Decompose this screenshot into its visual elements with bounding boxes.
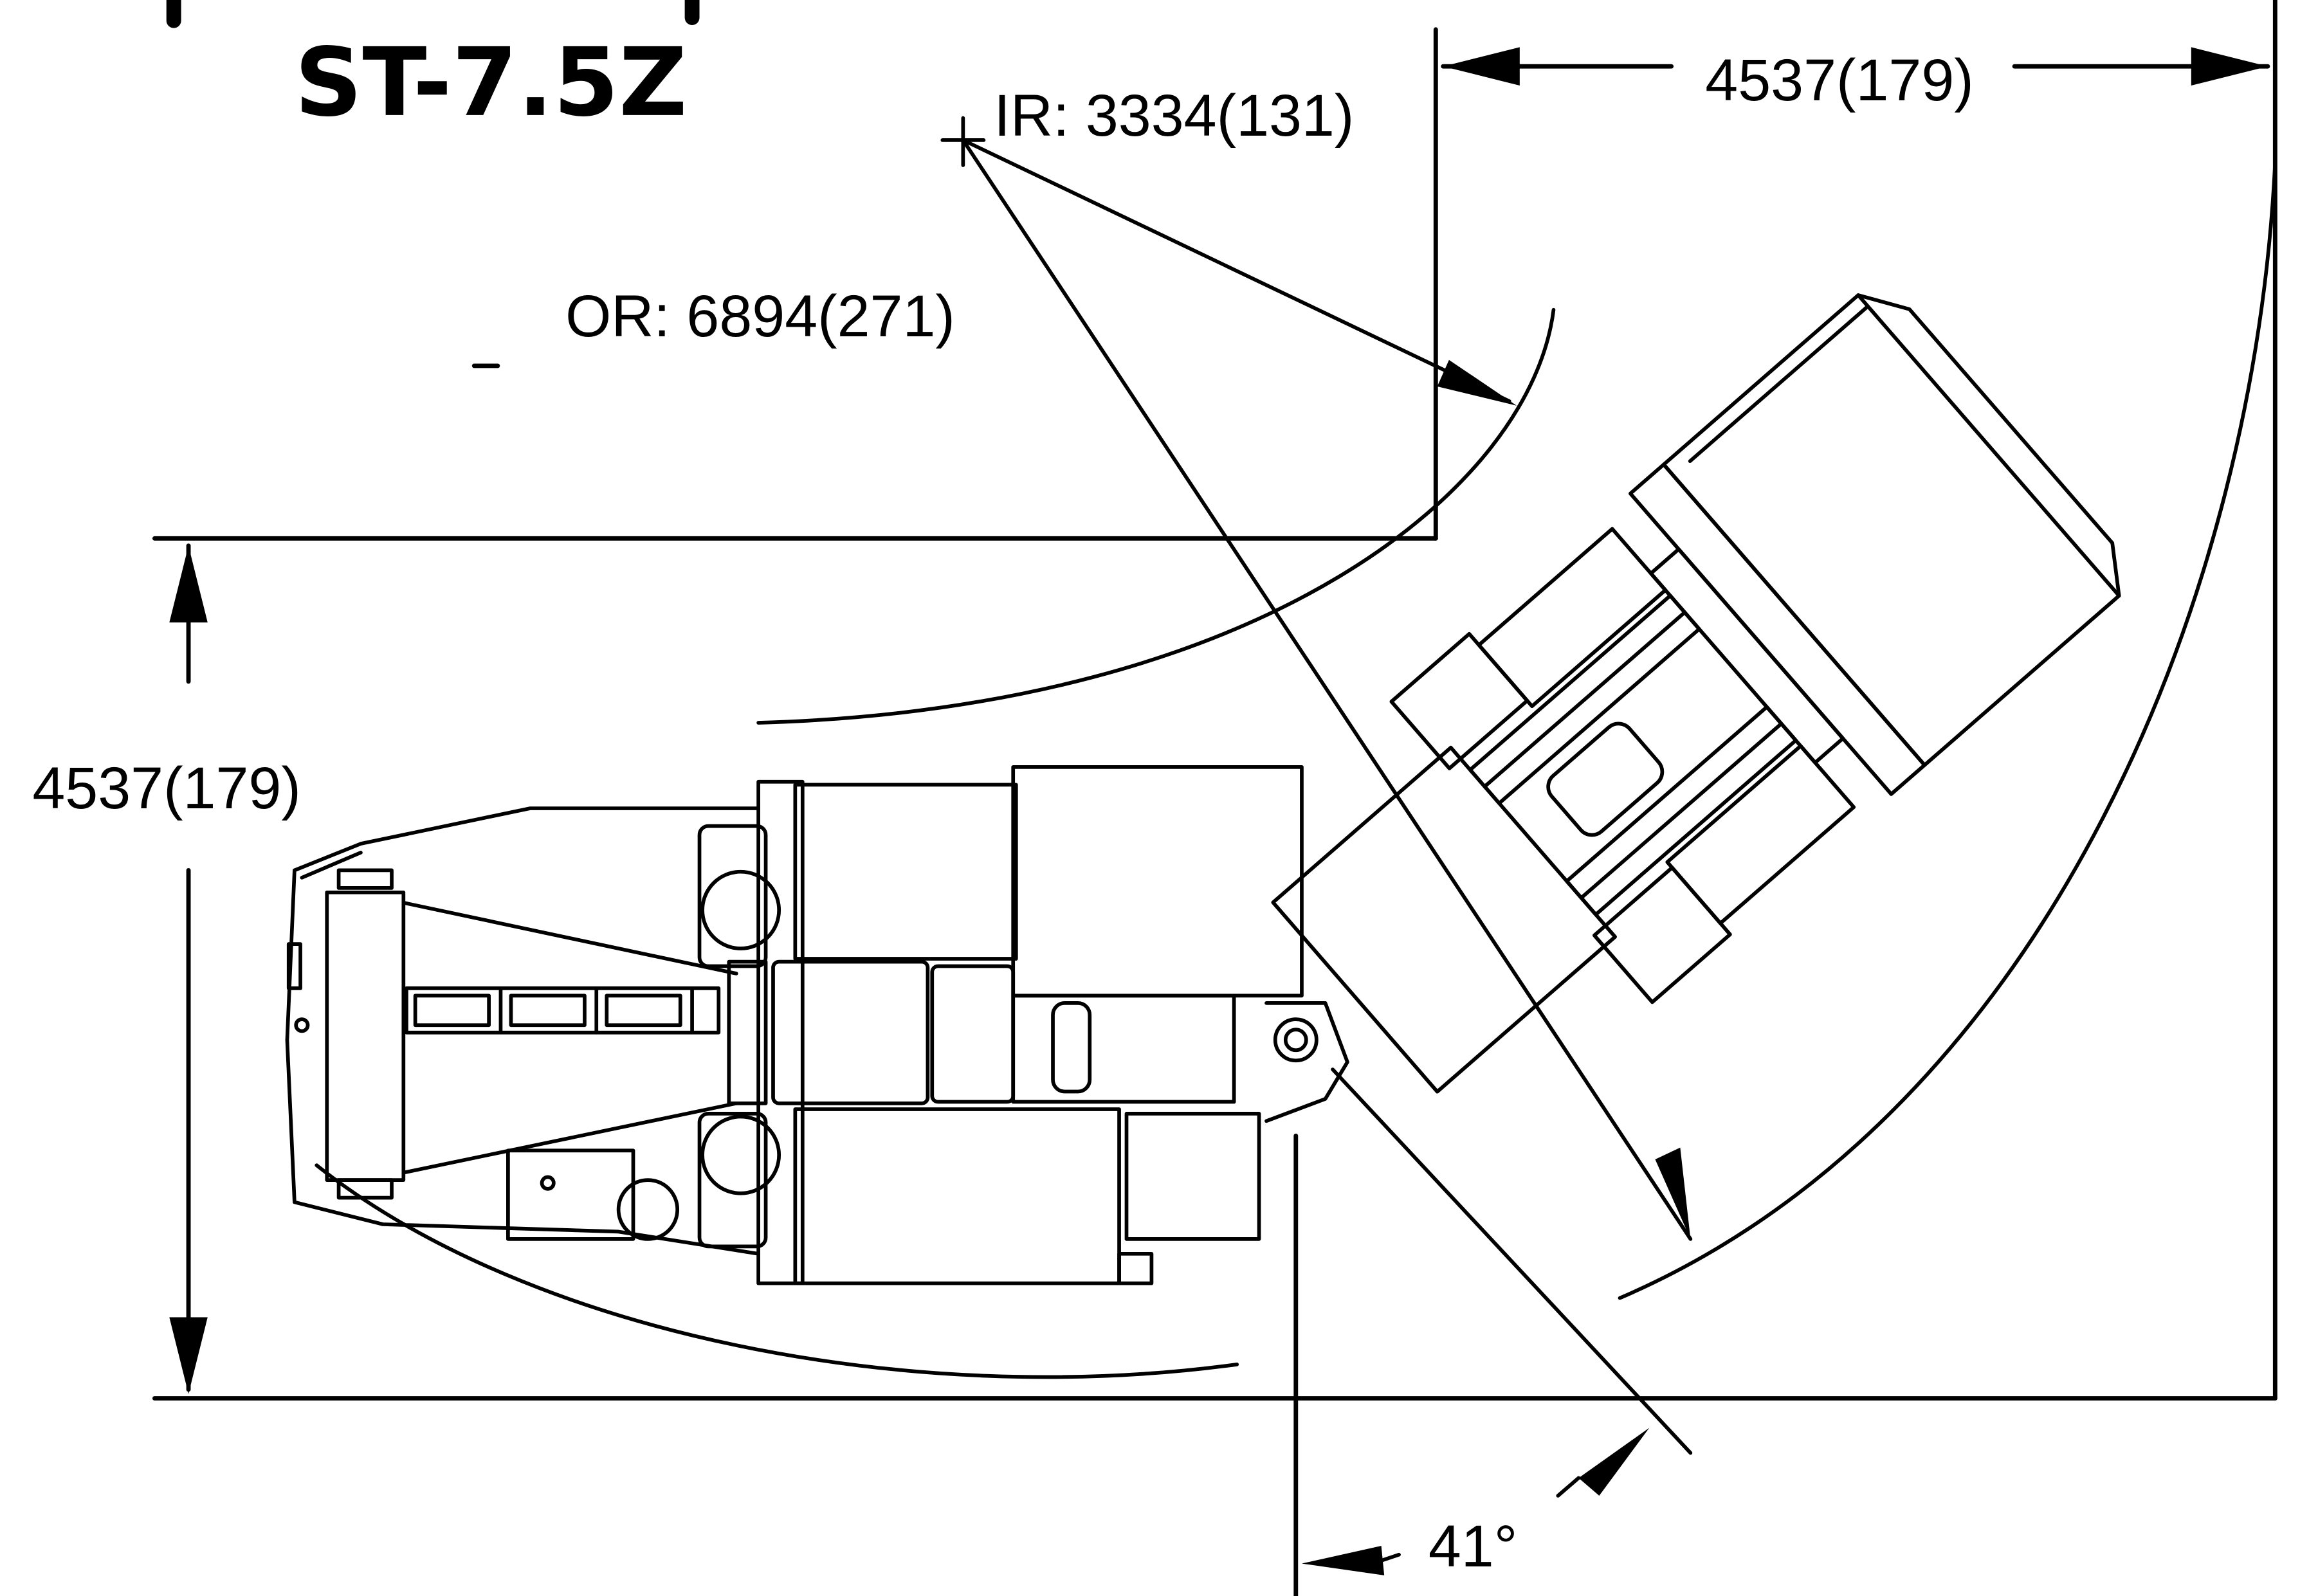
front-frame: [1271, 293, 2121, 1094]
operator-compartment: [1011, 765, 1304, 998]
bucket-back: [1629, 462, 1927, 796]
outer-radius-arc-lower: [315, 1163, 1239, 1379]
inner-radius-arc: [756, 307, 1556, 725]
front-chassis-block: [1271, 745, 1617, 1094]
rear-nose-outline: [285, 806, 760, 1256]
arrowhead-right: [2191, 47, 2268, 86]
left-height-label: 4537(179): [32, 756, 300, 821]
tilt-cylinder: [1546, 721, 1665, 837]
front-left-wheel: [1389, 631, 1529, 770]
outer-radius-arc-right: [1618, 160, 2277, 1300]
inner-radius-label: IR: 3334(131): [994, 83, 1354, 149]
articulation-angle: [1301, 1067, 1693, 1575]
engine-block-upper: [793, 783, 1018, 961]
grille-bar: [405, 986, 721, 1035]
arrowhead-down: [169, 1317, 208, 1394]
engine-block-lower: [793, 1107, 1121, 1285]
angle-reference-line: [1331, 1067, 1693, 1455]
outer-radius-leader: [961, 138, 1693, 1241]
rear-right-wheel: [700, 1114, 781, 1195]
clipped-heading-fragment: [166, 0, 700, 28]
bucket: [1661, 293, 2121, 767]
top-width-dimension: [1441, 47, 2270, 86]
angle-arrow-upper: [1578, 1428, 1650, 1496]
arrowhead-left: [1443, 47, 1520, 86]
angle-label: 41°: [1428, 1514, 1517, 1579]
rear-left-wheel-housing: [697, 824, 768, 968]
rear-left-wheel: [700, 869, 781, 950]
angle-arrow-lower: [1301, 1546, 1385, 1575]
rear-frame: [285, 765, 1349, 1285]
hydraulic-block: [1124, 1112, 1261, 1241]
outer-radius-label: OR: 6894(271): [565, 284, 955, 349]
envelope-frame: [152, 0, 2277, 1596]
radiator-box: [325, 890, 406, 1182]
articulation-pin: [1273, 1017, 1319, 1063]
turning-arcs: [315, 160, 2277, 1379]
left-height-dimension: [169, 543, 208, 1394]
arrowhead-up: [169, 545, 208, 623]
radius-leaders: [961, 138, 1693, 1241]
inner-radius-leader: [961, 138, 1511, 403]
top-width-label: 4537(179): [1705, 48, 1973, 113]
model-title: ST-7.5Z: [295, 28, 688, 138]
rear-right-wheel-housing: [697, 1112, 768, 1249]
